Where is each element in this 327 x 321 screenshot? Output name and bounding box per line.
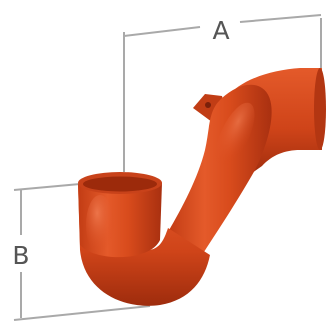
riser-section [168, 84, 272, 258]
riser-highlight [215, 102, 255, 168]
outlet-end [314, 68, 326, 150]
dimension-a-line-right [239, 14, 322, 23]
inlet-opening [83, 176, 157, 192]
label-a: A [212, 16, 229, 45]
dimension-a-line-left [123, 26, 201, 37]
dimension-b-bottom-extension [13, 305, 151, 321]
mounting-hole [205, 102, 211, 108]
inlet-highlight [86, 195, 114, 255]
label-b: B [12, 241, 29, 270]
p-trap-pipe [78, 68, 326, 306]
dimension-b-top-extension [13, 183, 81, 191]
dimension-a [123, 14, 322, 172]
dimension-b [13, 183, 151, 321]
